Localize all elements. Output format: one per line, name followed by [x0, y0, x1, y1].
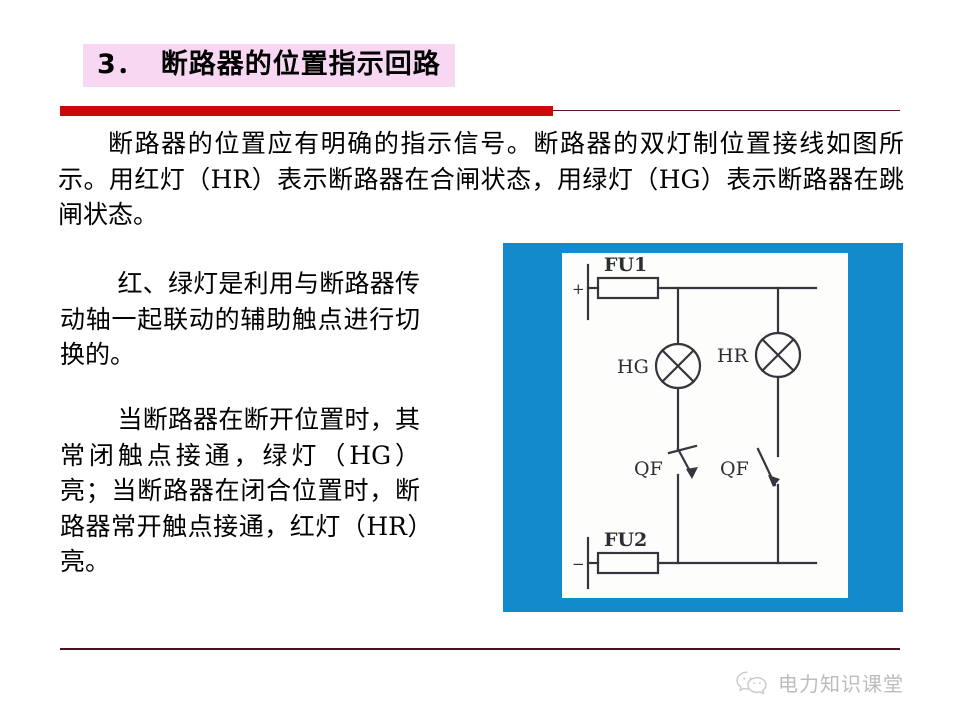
- left-paragraph-2: 当断路器在断开位置时，其常闭触点接通，绿灯（HG）亮；当断路器在闭合位置时，断路…: [60, 405, 420, 576]
- intro-paragraph: 断路器的位置应有明确的指示信号。断路器的双灯制位置接线如图所示。用红灯（HR）表…: [58, 129, 904, 229]
- contact-no-arrow: [768, 475, 780, 487]
- contact-no-label: QF: [720, 458, 749, 480]
- contact-nc-crossbar: [667, 444, 698, 455]
- left-paragraph-1: 红、绿灯是利用与断路器传动轴一起联动的辅助触点进行切换的。: [60, 269, 420, 369]
- page-title-number: 3．: [97, 49, 145, 80]
- watermark-label: 电力知识课堂: [778, 672, 904, 696]
- circuit-figure-panel: FU1 FU2 + − HG HR QF QF: [503, 243, 903, 612]
- title-divider-thick: [60, 106, 553, 116]
- contact-nc-label: QF: [634, 458, 663, 480]
- fuse-fu2-body: [596, 551, 660, 575]
- circuit-diagram: FU1 FU2 + − HG HR QF QF: [572, 254, 818, 590]
- contact-nc-arrow: [686, 467, 698, 479]
- fuse-fu1-body: [596, 276, 660, 300]
- lamp-hg-label: HG: [617, 356, 649, 378]
- page-title: 3． 断路器的位置指示回路: [83, 44, 455, 88]
- wechat-icon: [735, 670, 769, 696]
- fuse-fu2-label: FU2: [604, 529, 647, 551]
- polarity-negative-label: −: [572, 555, 585, 573]
- circuit-figure-canvas: FU1 FU2 + − HG HR QF QF: [562, 253, 848, 598]
- page-title-text: 断路器的位置指示回路: [160, 49, 441, 80]
- lamp-hg-cross-2: [660, 348, 696, 384]
- footer-watermark: 电力知识课堂: [735, 668, 904, 697]
- fuse-fu1-label: FU1: [604, 254, 647, 276]
- lamp-hr-label: HR: [717, 345, 749, 367]
- lamp-hr-cross-2: [760, 337, 796, 373]
- footer-divider: [60, 648, 900, 650]
- polarity-positive-label: +: [572, 280, 585, 298]
